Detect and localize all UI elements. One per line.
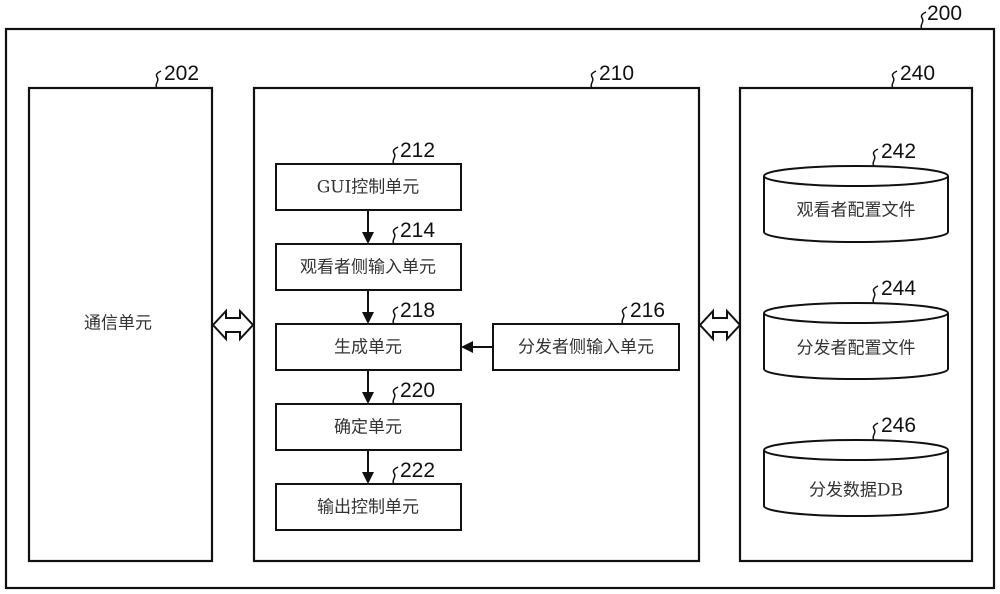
distributor-profile-label: 分发者配置文件 bbox=[797, 339, 916, 359]
ref-label-determination: 220 bbox=[400, 379, 435, 402]
viewer-input-unit-label: 观看者侧输入单元 bbox=[300, 258, 436, 278]
ref-label-control: 210 bbox=[599, 62, 634, 85]
ref-label-communication: 202 bbox=[164, 62, 199, 85]
cylinder-top bbox=[764, 166, 948, 186]
ref-label-distributor-profile: 244 bbox=[881, 277, 916, 300]
ref-label-system: 200 bbox=[927, 2, 962, 25]
communication-unit-label: 通信单元 bbox=[84, 314, 152, 334]
distributor-input-unit-label: 分发者侧输入单元 bbox=[518, 338, 654, 358]
generation-unit-label: 生成单元 bbox=[334, 338, 402, 358]
ref-label-distribution-db: 246 bbox=[881, 414, 916, 437]
gui-control-unit-label: GUI控制单元 bbox=[317, 178, 420, 198]
ref-label-output-control: 222 bbox=[400, 459, 435, 482]
cylinder-top bbox=[764, 440, 948, 460]
cylinder-top bbox=[764, 303, 948, 323]
viewer-profile-label: 观看者配置文件 bbox=[797, 201, 916, 221]
distribution-db-label: 分发数据DB bbox=[809, 481, 903, 501]
ref-label-viewer-input: 214 bbox=[400, 219, 435, 242]
ref-label-viewer-profile: 242 bbox=[881, 140, 916, 163]
determination-unit-label: 确定单元 bbox=[334, 418, 402, 438]
ref-label-gui: 212 bbox=[400, 139, 435, 162]
ref-label-distributor-input: 216 bbox=[630, 299, 665, 322]
ref-label-storage: 240 bbox=[900, 62, 935, 85]
ref-label-generation: 218 bbox=[400, 299, 435, 322]
output-control-unit-label: 输出控制单元 bbox=[317, 498, 419, 518]
distribution-data-database bbox=[764, 440, 948, 516]
ref-leader bbox=[921, 12, 926, 29]
